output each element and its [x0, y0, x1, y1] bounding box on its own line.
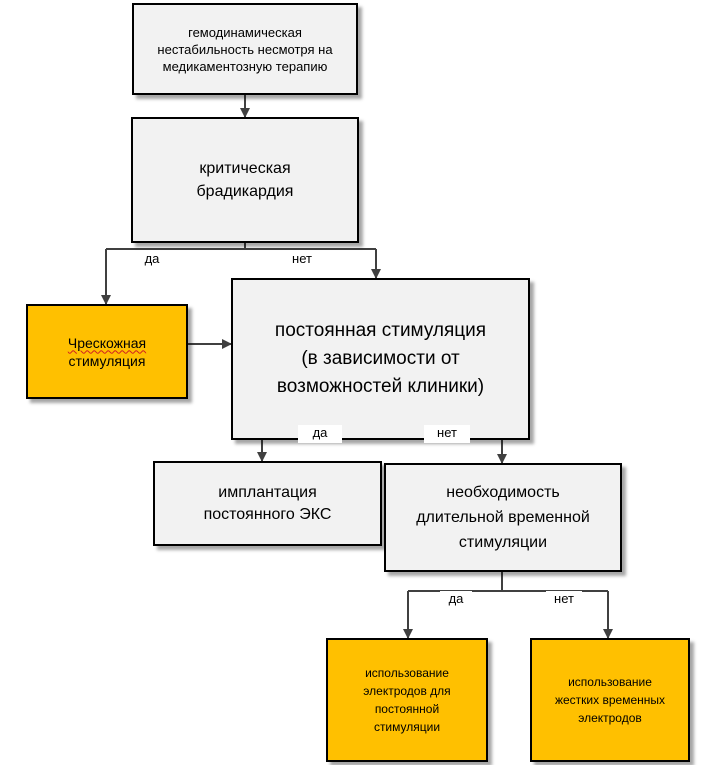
- branch-label-no: нет: [286, 251, 318, 267]
- node-hemodynamic-instability: гемодинамическая нестабильность несмотря…: [132, 3, 358, 95]
- node-electrodes-permanent-text: использование электродов для постоянной …: [363, 666, 451, 734]
- node-transcutaneous-line2: стимуляция: [68, 352, 146, 369]
- node-permanent-electrodes: использование электродов для постоянной …: [326, 638, 488, 762]
- node-critical-bradycardia: критическая брадикардия: [131, 117, 359, 243]
- node-hemodynamic-text: гемодинамическая нестабильность несмотря…: [157, 24, 333, 74]
- branch-label-no: нет: [546, 591, 582, 609]
- node-long-temporary-pacing-need: необходимость длительной временной стиму…: [384, 463, 622, 572]
- node-transcutaneous-line1: Чрескожная: [67, 334, 147, 351]
- node-permanent-pacing: постоянная стимуляция (в зависимости от …: [231, 278, 530, 440]
- branch-label-yes: да: [298, 425, 342, 443]
- node-rigid-temporary-electrodes: использование жестких временных электрод…: [530, 638, 690, 762]
- node-permanent-text: постоянная стимуляция (в зависимости от …: [274, 320, 487, 397]
- node-transcutaneous-pacing: Чрескожная стимуляция: [26, 304, 188, 399]
- node-permanent-pacemaker-implant: имплантация постоянного ЭКС: [153, 461, 382, 546]
- branch-label-yes: да: [139, 251, 165, 267]
- node-necessity-text: необходимость длительной временной стиму…: [416, 484, 590, 551]
- branch-label-yes: да: [440, 591, 472, 609]
- node-implant-text: имплантация постоянного ЭКС: [203, 483, 332, 523]
- node-critical-text: критическая брадикардия: [196, 160, 294, 200]
- node-rigid-electrodes-text: использование жестких временных электрод…: [554, 675, 665, 725]
- branch-label-no: нет: [424, 425, 470, 443]
